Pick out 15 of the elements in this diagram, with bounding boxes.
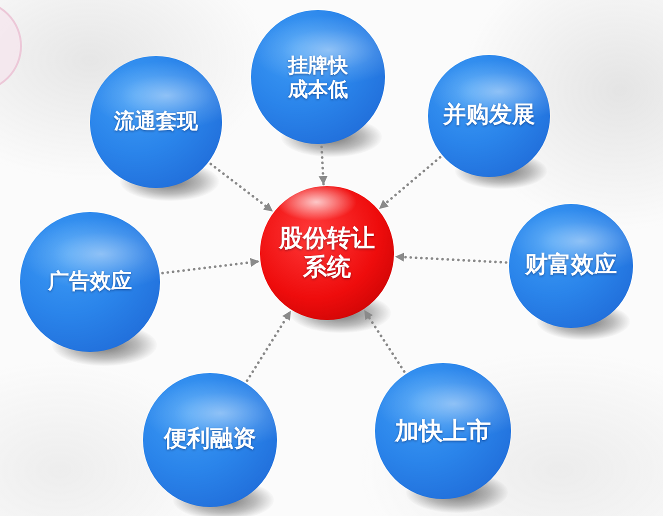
node-label: 便利融资 bbox=[162, 426, 257, 454]
dotted-arrow bbox=[318, 146, 328, 186]
node-label: 流通套现 bbox=[112, 109, 199, 135]
node-label: 挂牌快成本低 bbox=[287, 53, 349, 101]
dotted-arrow bbox=[378, 156, 442, 210]
node-label: 广告效应 bbox=[46, 269, 133, 295]
dotted-arrow bbox=[394, 252, 508, 264]
dotted-arrow bbox=[246, 310, 292, 382]
dotted-arrow bbox=[161, 258, 260, 274]
dotted-arrow bbox=[210, 162, 274, 212]
dotted-arrow bbox=[363, 310, 406, 373]
node-label: 加快上市 bbox=[394, 416, 492, 446]
node-label: 并购发展 bbox=[442, 102, 536, 130]
node-label: 股份转让系统 bbox=[278, 224, 376, 282]
node-label: 财富效应 bbox=[524, 252, 618, 280]
